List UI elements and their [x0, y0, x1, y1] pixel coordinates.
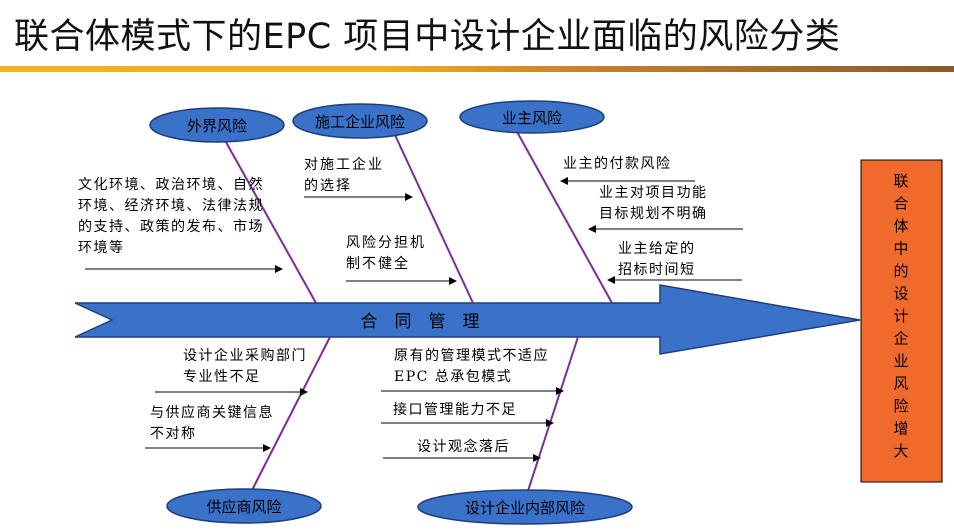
cause-line: EPC 总承包模式	[394, 369, 512, 385]
cause-line: 业主对项目功能	[599, 185, 708, 201]
result-text: 联合体中的设计企业风险增大	[893, 172, 908, 460]
cause-line: 设计观念落后	[417, 438, 510, 455]
cause-line: 招标时间短	[618, 262, 696, 278]
category-supplier: 供应商风险	[166, 488, 322, 524]
result-char: 计	[893, 307, 908, 325]
category-external: 外界风险	[149, 107, 285, 143]
result-char: 联	[893, 172, 908, 190]
cause-supplier-2: 与供应商关键信息不对称	[150, 404, 274, 442]
cause-line: 环境、经济环境、法律法规	[78, 198, 264, 214]
cause-line: 不对称	[150, 426, 197, 442]
cause-line: 专业性不足	[183, 369, 261, 385]
result-char: 风	[893, 375, 908, 393]
branch-line-external	[221, 134, 317, 304]
cause-line: 文化环境、政治环境、自然	[78, 176, 264, 193]
category-label: 业主风险	[502, 109, 562, 127]
result-char: 业	[893, 352, 908, 370]
spine-label: 合 同 管 理	[361, 312, 480, 332]
category-label: 施工企业风险	[315, 113, 405, 131]
cause-design-internal-3: 设计观念落后	[417, 438, 510, 455]
result-char: 大	[893, 442, 908, 460]
category-label: 外界风险	[187, 117, 247, 135]
cause-line: 业主的付款风险	[563, 156, 672, 172]
result-char: 合	[893, 195, 908, 213]
cause-line: 原有的管理模式不适应	[394, 347, 555, 364]
cause-owner-3: 业主给定的招标时间短	[618, 241, 696, 278]
cause-line: 与供应商关键信息	[150, 404, 274, 421]
result-char: 的	[893, 262, 908, 280]
category-owner: 业主风险	[459, 100, 605, 134]
result-box	[860, 159, 943, 483]
cause-line: 的选择	[304, 178, 352, 194]
cause-line: 的支持、政策的发布、市场	[78, 218, 264, 235]
cause-contractor-1: 对施工企业的选择	[304, 156, 384, 194]
cause-line: 环境等	[78, 239, 125, 256]
result-char: 增	[893, 420, 908, 438]
cause-line: 对施工企业	[304, 156, 384, 173]
result-char: 企	[893, 330, 908, 348]
result-char: 中	[893, 240, 908, 258]
spine-arrow	[74, 284, 861, 355]
cause-line: 业主给定的	[618, 241, 696, 257]
branch-line-owner	[515, 129, 613, 304]
cause-design-internal-2: 接口管理能力不足	[393, 401, 517, 418]
cause-line: 风险分担机	[346, 235, 426, 251]
cause-owner-1: 业主的付款风险	[563, 156, 672, 172]
result-char: 险	[893, 397, 908, 415]
title-underline	[0, 66, 954, 72]
cause-line: 目标规划不明确	[599, 206, 708, 222]
category-label: 供应商风险	[206, 498, 281, 516]
branch-line-supplier	[246, 336, 331, 501]
cause-line: 制不健全	[346, 255, 410, 272]
cause-contractor-2: 风险分担机制不健全	[346, 235, 426, 272]
result-char: 设	[893, 285, 908, 303]
result-char: 体	[893, 217, 908, 235]
cause-line: 设计企业采购部门	[183, 347, 307, 364]
category-design-internal: 设计企业内部风险	[417, 489, 633, 525]
cause-external-1: 文化环境、政治环境、自然环境、经济环境、法律法规的支持、政策的发布、市场环境等	[78, 176, 264, 256]
page-title: 联合体模式下的EPC 项目中设计企业面临的风险分类	[14, 17, 841, 57]
branch-line-design-internal	[524, 336, 579, 501]
cause-owner-2: 业主对项目功能目标规划不明确	[599, 185, 708, 222]
category-label: 设计企业内部风险	[465, 499, 585, 517]
cause-supplier-1: 设计企业采购部门专业性不足	[183, 347, 307, 385]
category-contractor: 施工企业风险	[292, 103, 428, 139]
cause-line: 接口管理能力不足	[393, 401, 517, 418]
branch-line-contractor	[394, 134, 474, 304]
cause-design-internal-1: 原有的管理模式不适应 EPC 总承包模式	[394, 347, 555, 385]
